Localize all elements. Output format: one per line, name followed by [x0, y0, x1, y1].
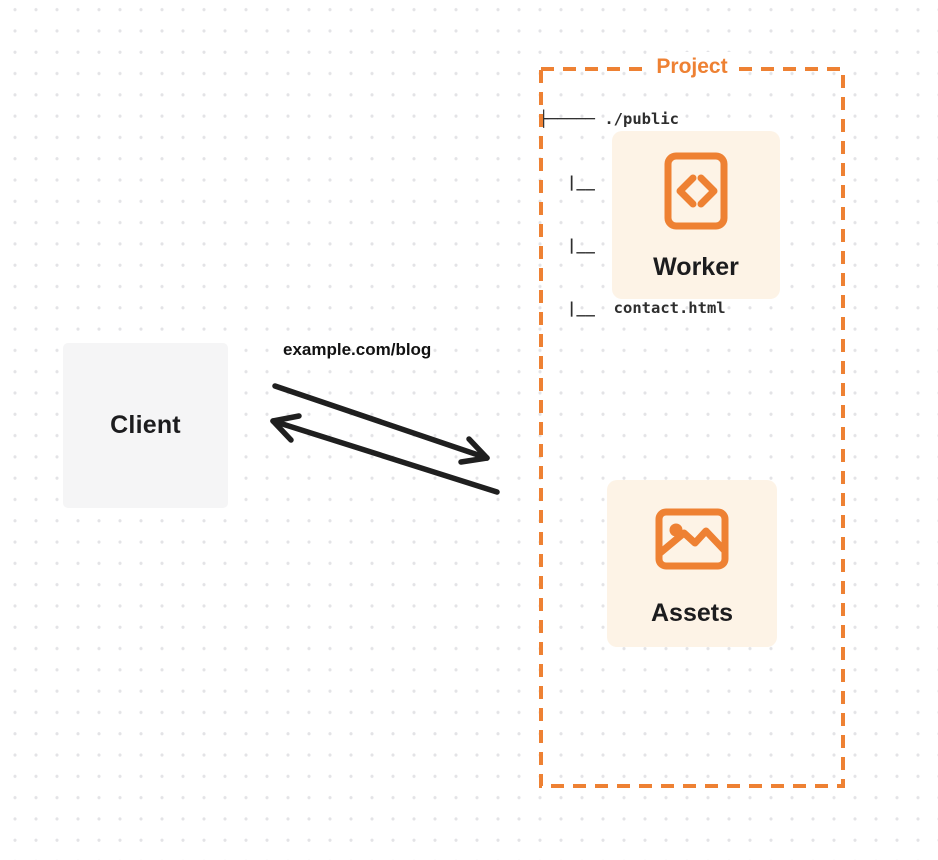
worker-card: Worker: [612, 131, 780, 299]
image-icon: [655, 508, 729, 570]
request-arrow: [272, 383, 490, 465]
file-tree-line: ├───── ./public: [539, 110, 679, 128]
worker-label: Worker: [653, 253, 739, 281]
response-arrow: [270, 413, 500, 495]
assets-label: Assets: [651, 599, 733, 627]
request-response-arrows: [270, 383, 500, 495]
code-file-icon: [664, 152, 728, 230]
project-title: Project: [646, 52, 738, 82]
client-label: Client: [110, 411, 181, 439]
project-dashed-border: [539, 67, 845, 788]
file-tree-line: |__ contact.html: [539, 299, 726, 317]
assets-card: Assets: [607, 480, 777, 647]
client-box: Client: [63, 343, 228, 508]
request-url-label: example.com/blog: [283, 340, 432, 359]
project-container: Project Worker Assets ├───── ./public |_…: [539, 52, 845, 788]
